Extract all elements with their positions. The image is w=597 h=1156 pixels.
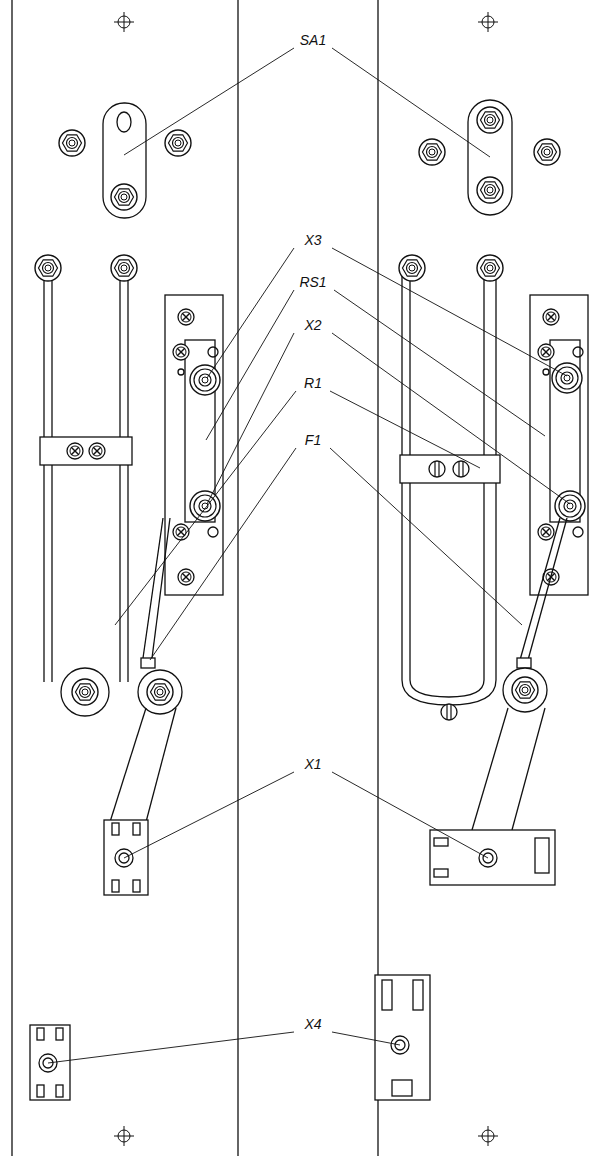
part-label: SA1 (298, 32, 328, 48)
part-label: F1 (303, 432, 323, 448)
leader-lines (48, 48, 570, 1063)
part-label: X1 (302, 756, 323, 772)
part-label: RS1 (297, 274, 328, 290)
part-label: X4 (302, 1016, 323, 1032)
part-label: X2 (302, 317, 323, 333)
part-label: R1 (302, 375, 324, 391)
part-label: X3 (302, 232, 323, 248)
